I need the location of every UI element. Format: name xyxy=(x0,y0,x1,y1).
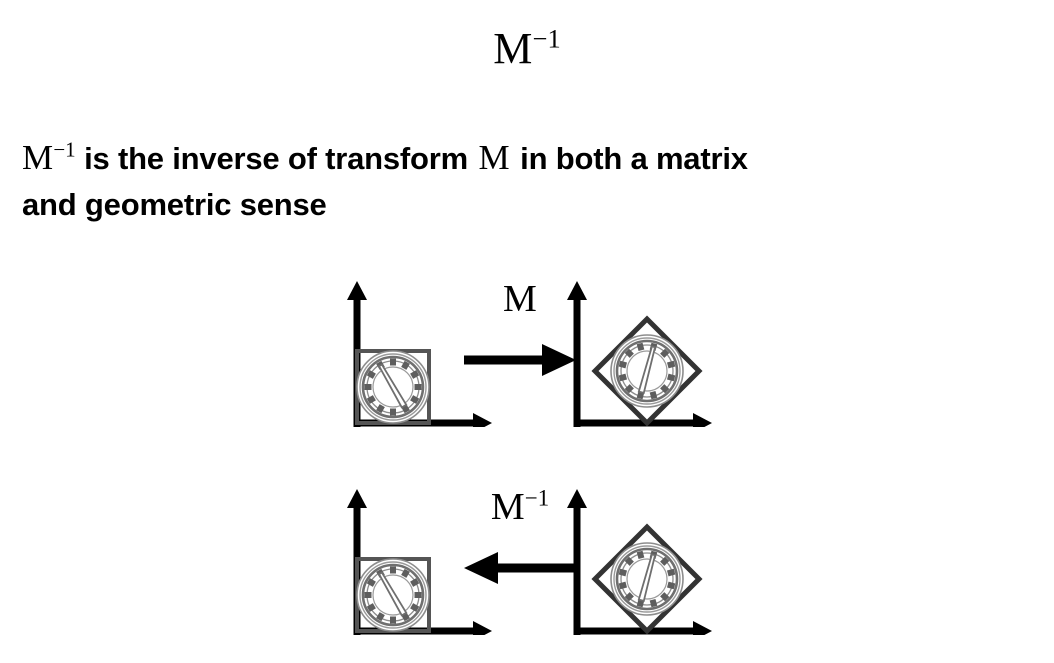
arrow-head xyxy=(542,344,576,376)
body-segment-2: in both a matrix xyxy=(511,141,748,176)
y-axis-arrowhead-icon xyxy=(567,489,587,508)
target-axes-diagram xyxy=(567,489,712,635)
left-arrow-icon xyxy=(464,552,576,584)
clock-hand xyxy=(637,345,657,395)
transform-arrow-forward xyxy=(452,340,588,380)
x-axis-arrowhead-icon xyxy=(473,413,492,427)
transform-figure: M xyxy=(0,252,1054,652)
operator-base: M xyxy=(503,278,537,320)
diagram-row-forward: M xyxy=(0,262,1054,442)
body-text: M−1 is the inverse of transform M in bot… xyxy=(22,133,1022,227)
page-title: M−1 xyxy=(0,23,1054,73)
x-axis-arrowhead-icon xyxy=(693,413,712,427)
right-arrow-icon xyxy=(464,344,576,376)
rotated-square-outline xyxy=(591,315,703,427)
source-axes-diagram xyxy=(347,489,492,635)
target-axes-diagram xyxy=(567,281,712,427)
clock-ring-2 xyxy=(359,353,427,421)
operator-label-forward: M xyxy=(455,280,585,318)
clock-hand xyxy=(377,571,408,617)
y-axis-arrowhead-icon xyxy=(567,281,587,300)
clock-hand xyxy=(377,363,408,409)
clock-ring-3 xyxy=(361,355,425,419)
body-line-2: and geometric sense xyxy=(22,186,327,222)
clock-tick-ring xyxy=(364,358,422,416)
clock-ring-2 xyxy=(613,545,681,613)
clock-face-icon xyxy=(356,558,430,632)
body-inline-math: M xyxy=(478,138,510,177)
clock-ring-2 xyxy=(613,337,681,405)
operator-exponent: −1 xyxy=(524,485,550,511)
operator-label-inverse: M−1 xyxy=(455,485,585,528)
page-title-base: M xyxy=(493,24,533,73)
axes-group xyxy=(567,281,712,427)
forward-target-panel xyxy=(560,262,725,427)
x-axis-arrowhead-icon xyxy=(693,621,712,635)
page-title-exponent: −1 xyxy=(532,23,561,54)
x-axis-arrowhead-icon xyxy=(473,621,492,635)
diagram-row-inverse: M−1 xyxy=(0,470,1054,650)
clock-face-icon xyxy=(610,542,684,616)
rotated-square-outline xyxy=(591,523,703,635)
y-axis-arrowhead-icon xyxy=(347,489,367,508)
clock-ring-3 xyxy=(361,563,425,627)
operator-base: M xyxy=(490,486,525,528)
inverse-target-panel xyxy=(340,470,505,635)
axes-group xyxy=(567,489,712,635)
clock-face-icon xyxy=(356,350,430,424)
forward-source-panel xyxy=(340,262,505,427)
body-lead-math-base: M xyxy=(22,138,54,177)
clock-tick-ring xyxy=(618,342,676,400)
inverse-source-panel xyxy=(560,470,725,635)
clock-ring-2 xyxy=(359,561,427,629)
clock-ring-3 xyxy=(615,547,679,611)
y-axis-arrowhead-icon xyxy=(347,281,367,300)
source-axes-diagram xyxy=(347,281,492,427)
arrow-head xyxy=(464,552,498,584)
body-lead-math-exponent: −1 xyxy=(53,137,76,162)
transform-arrow-inverse xyxy=(452,548,588,588)
body-segment-1: is the inverse of transform xyxy=(75,141,477,176)
clock-hand xyxy=(637,553,657,603)
body-lead-math: M−1 xyxy=(22,138,76,177)
clock-face-icon xyxy=(610,334,684,408)
clock-ring-3 xyxy=(615,339,679,403)
